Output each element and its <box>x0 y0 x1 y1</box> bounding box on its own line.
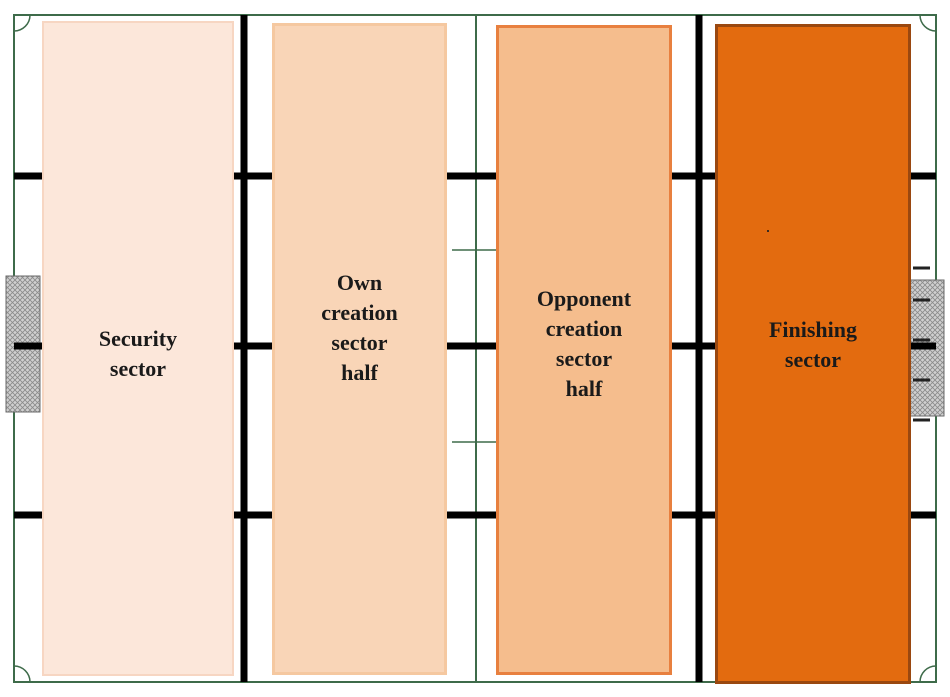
corner-arc-top-right <box>919 14 937 32</box>
center-circle <box>452 249 500 443</box>
finishing-sector: Finishing sector <box>715 24 911 684</box>
opponent-creation-sector-label: Opponent creation sector half <box>536 286 632 401</box>
security-sector: Security sector <box>42 21 234 676</box>
own-creation-sector-half: Own creation sector half <box>272 23 447 675</box>
right-edge-marks <box>913 266 930 422</box>
corner-arc-top-left <box>13 14 31 32</box>
corner-arc-bottom-left <box>13 665 31 683</box>
security-sector-label: Security sector <box>98 325 178 381</box>
stray-dot <box>767 230 769 232</box>
own-creation-sector-label: Own creation sector half <box>321 270 398 385</box>
corner-arc-bottom-right <box>919 665 937 683</box>
divider-horizontal-stubs <box>14 172 936 519</box>
finishing-sector-label: Finishing sector <box>768 317 858 372</box>
opponent-creation-sector-half: Opponent creation sector half <box>496 25 672 675</box>
